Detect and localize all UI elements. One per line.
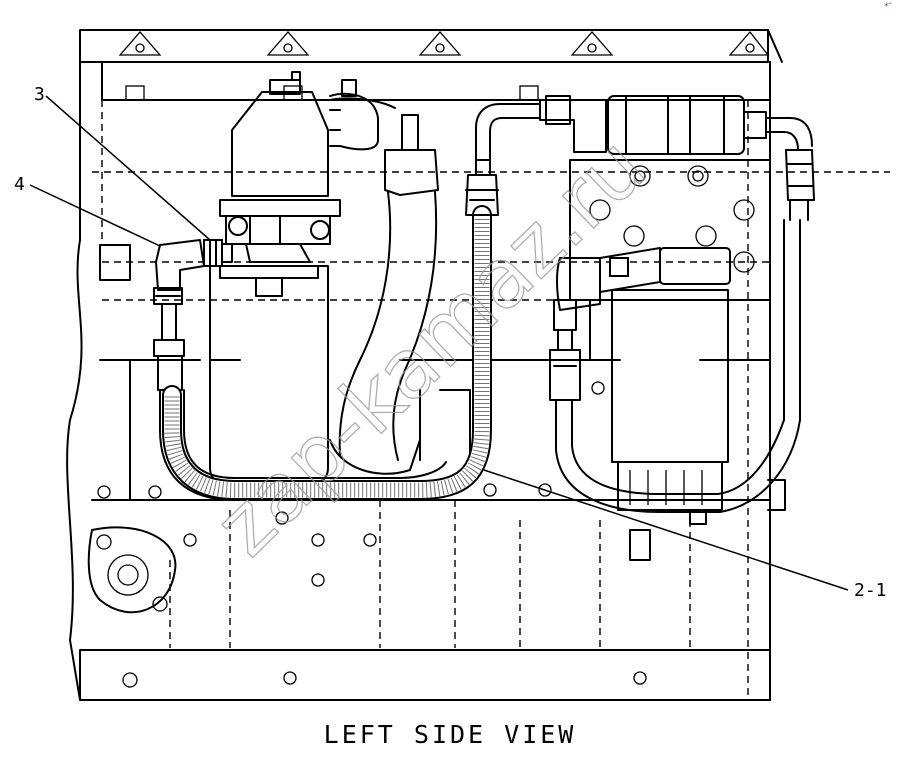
right-fuel-filter [539, 95, 813, 561]
diagram-caption: LEFT SIDE VIEW [323, 720, 577, 749]
corner-mark: *″ [884, 2, 892, 12]
callout-2-1: 2-1 [854, 580, 887, 601]
hose-2-1 [162, 103, 541, 500]
callouts: 3 4 2-1 [14, 84, 887, 601]
fuel-line-right [555, 149, 815, 513]
leader-4 [29, 184, 161, 247]
elbow-and-fitting [153, 239, 233, 391]
leader-3 [45, 95, 211, 241]
callout-3: 3 [34, 84, 45, 105]
intake-tube [329, 97, 439, 475]
leader-2-1 [483, 469, 849, 591]
callout-4: 4 [14, 174, 25, 195]
